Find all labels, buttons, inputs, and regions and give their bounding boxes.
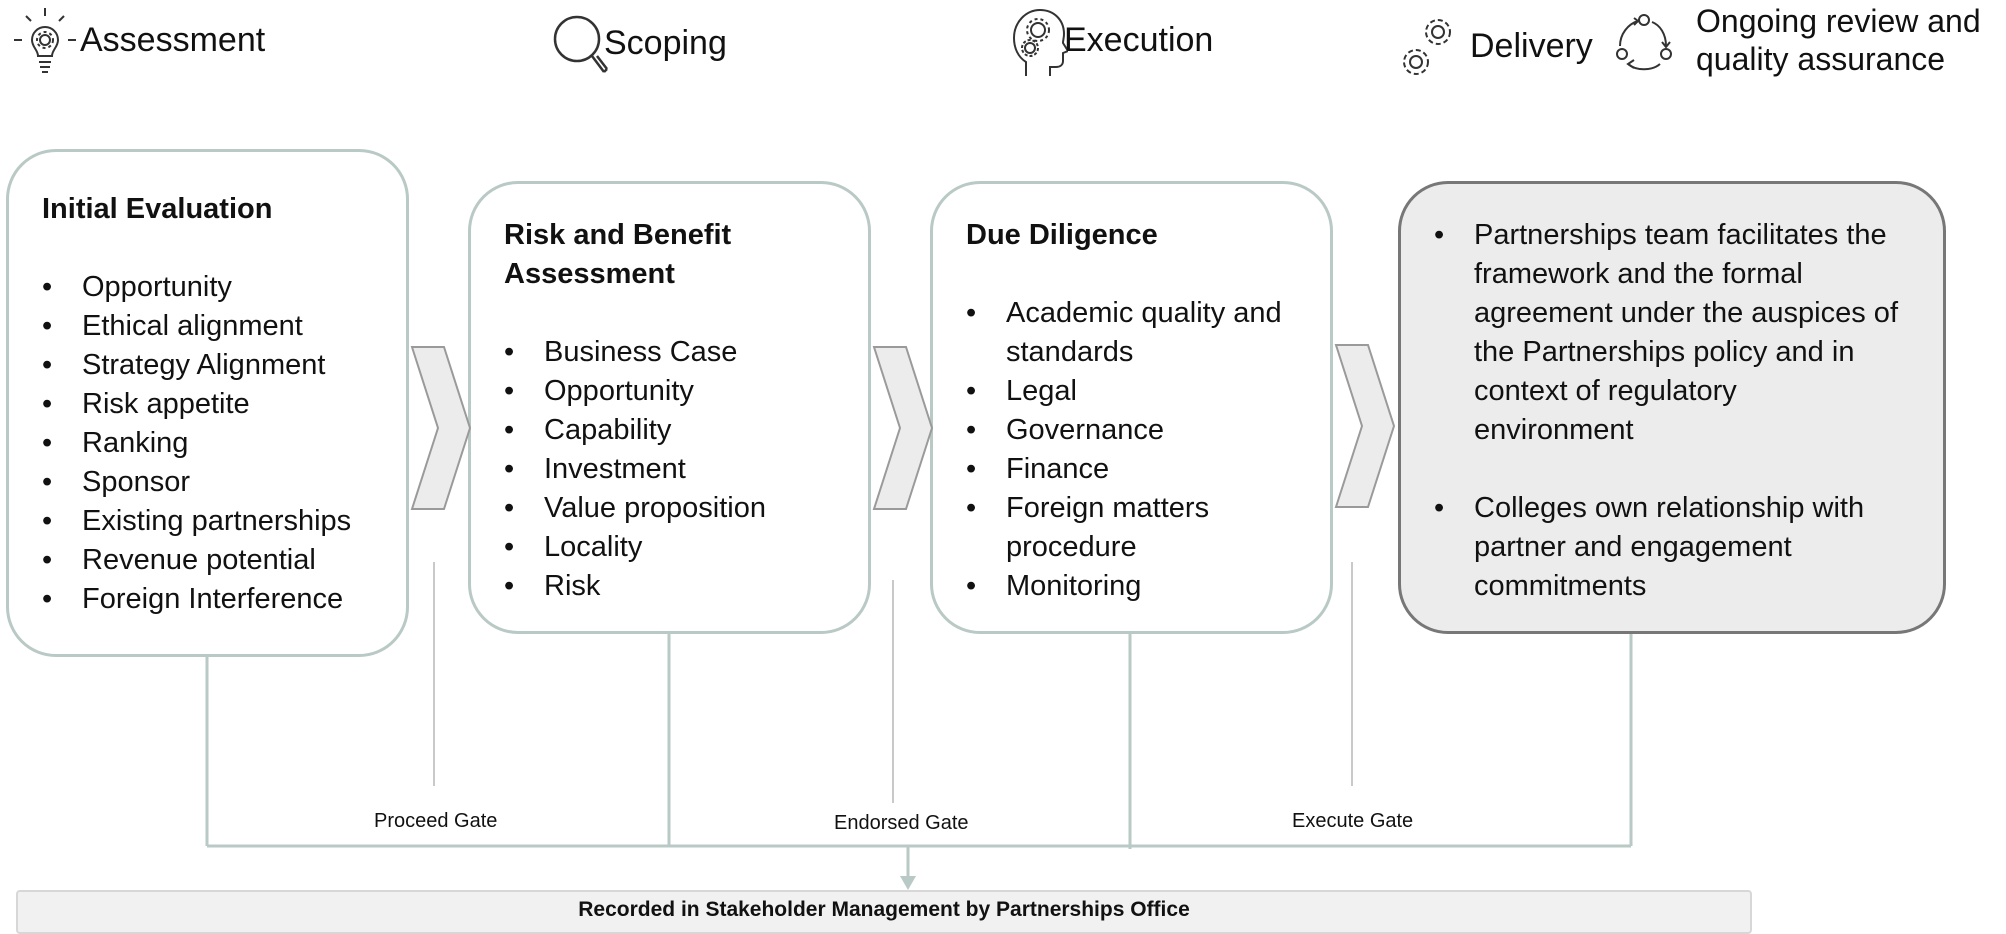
gate-label-execute: Execute Gate xyxy=(1292,810,1414,832)
list-item: Capability xyxy=(504,411,868,450)
stakeholder-record-banner: Recorded in Stakeholder Management by Pa… xyxy=(16,890,1752,934)
criteria-list: Academic quality and standards Legal Gov… xyxy=(966,294,1296,606)
phase-label-ongoing-review: Ongoing review and quality assurance xyxy=(1696,3,1981,77)
list-item: Strategy Alignment xyxy=(42,346,406,385)
gate-label-endorsed: Endorsed Gate xyxy=(834,812,969,834)
list-item: Foreign Interference xyxy=(42,580,406,619)
list-item: Risk xyxy=(504,567,868,606)
list-item: Governance xyxy=(966,411,1296,450)
stage-box-risk-benefit: Risk and Benefit Assessment Business Cas… xyxy=(468,181,871,634)
list-item: Opportunity xyxy=(504,372,868,411)
list-item: Partnerships team facilitates the framew… xyxy=(1434,216,1904,450)
list-item: Business Case xyxy=(504,333,868,372)
stage-box-delivery: Partnerships team facilitates the framew… xyxy=(1398,181,1946,634)
list-item: Existing partnerships xyxy=(42,502,406,541)
list-item: Monitoring xyxy=(966,567,1296,606)
lightbulb-gear-icon xyxy=(12,6,78,82)
gate-label-proceed: Proceed Gate xyxy=(374,810,498,832)
list-item: Revenue potential xyxy=(42,541,406,580)
criteria-list: Opportunity Ethical alignment Strategy A… xyxy=(42,268,406,619)
criteria-list: Business Case Opportunity Capability Inv… xyxy=(504,333,868,606)
stage-title: Risk and Benefit Assessment xyxy=(504,219,732,290)
list-item: Colleges own relationship with partner a… xyxy=(1434,489,1904,606)
magnifier-icon xyxy=(552,12,612,82)
phase-label-assessment: Assessment xyxy=(80,21,266,59)
chevron-right-icon xyxy=(410,346,472,510)
list-item: Value proposition xyxy=(504,489,868,528)
list-item: Legal xyxy=(966,372,1296,411)
list-item: Opportunity xyxy=(42,268,406,307)
list-item: Investment xyxy=(504,450,868,489)
list-item: Foreign matters procedure xyxy=(966,489,1236,567)
cycle-arrows-icon xyxy=(1614,12,1674,76)
list-item: Ranking xyxy=(42,424,406,463)
delivery-notes-list: Partnerships team facilitates the framew… xyxy=(1434,216,1904,606)
list-item: Ethical alignment xyxy=(42,307,406,346)
phase-label-scoping: Scoping xyxy=(604,24,727,62)
stage-box-due-diligence: Due Diligence Academic quality and stand… xyxy=(930,181,1333,634)
list-item: Academic quality and standards xyxy=(966,294,1296,372)
gears-icon xyxy=(1400,14,1456,82)
list-item: Risk appetite xyxy=(42,385,406,424)
chevron-right-icon xyxy=(872,346,934,510)
list-item: Sponsor xyxy=(42,463,406,502)
stage-title: Initial Evaluation xyxy=(42,193,273,225)
list-item: Finance xyxy=(966,450,1296,489)
stage-box-initial-evaluation: Initial Evaluation Opportunity Ethical a… xyxy=(6,149,409,657)
chevron-right-icon xyxy=(1334,344,1396,508)
stage-title: Due Diligence xyxy=(966,219,1158,251)
head-gears-icon xyxy=(1010,6,1068,78)
list-item: Locality xyxy=(504,528,868,567)
phase-label-delivery: Delivery xyxy=(1470,27,1593,65)
phase-label-execution: Execution xyxy=(1064,21,1214,59)
